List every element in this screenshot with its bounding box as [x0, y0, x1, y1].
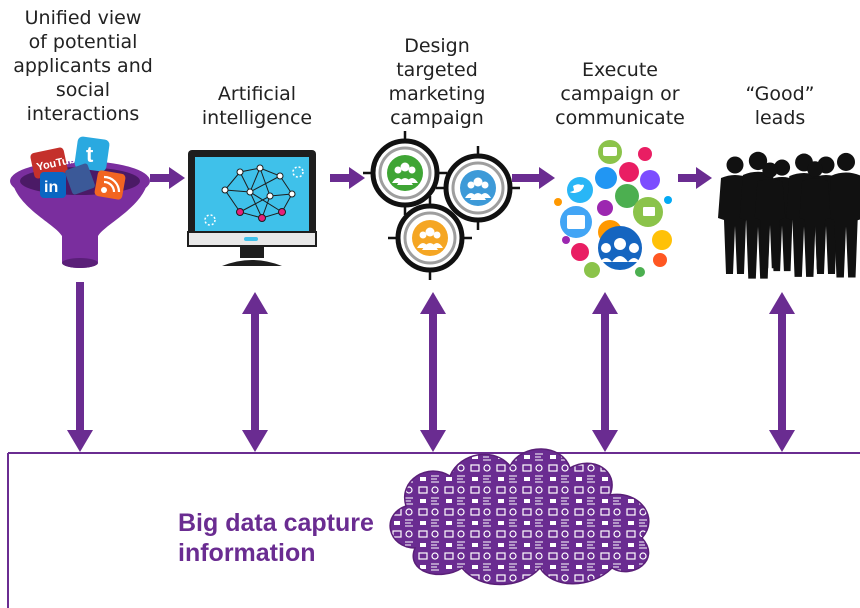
twitter-logo-text: t	[86, 142, 94, 167]
connector-arrow-2	[242, 292, 268, 452]
big-data-title: Big data capture information	[178, 509, 374, 567]
social-media-cluster-icon	[554, 140, 672, 278]
step-label-execute-campaign: Execute campaign or communicate	[555, 59, 685, 129]
person-silhouette	[799, 161, 831, 270]
connector-arrow-5	[769, 292, 795, 452]
step-label-artificial-intelligence: Artificial intelligence	[201, 83, 313, 129]
flow-arrow-4	[678, 167, 712, 189]
person-silhouette	[754, 162, 786, 269]
step-label-unified-view: Unified view of potential applicants and…	[13, 7, 153, 125]
connector-arrow-3	[420, 292, 446, 452]
flow-arrow-3	[512, 167, 555, 189]
linkedin-logo-text: in	[44, 179, 58, 196]
step-label-good-leads: “Good” leads	[745, 83, 815, 129]
flow-arrow-2	[330, 167, 365, 189]
flow-arrow-1	[150, 167, 185, 189]
connector-arrow-1	[67, 282, 93, 452]
data-cloud-icon	[389, 448, 650, 586]
target-2	[436, 146, 520, 230]
target-1	[363, 131, 447, 215]
target-3	[388, 196, 472, 280]
ai-monitor-icon	[187, 150, 317, 266]
big-data-box	[7, 452, 860, 608]
person-silhouette	[827, 152, 860, 278]
social-funnel-icon: YouTube t in	[10, 136, 150, 268]
step-label-design-campaign: Design targeted marketing campaign	[388, 35, 486, 129]
people-silhouettes-icon	[718, 151, 860, 279]
target-audience-icon	[363, 131, 520, 280]
connector-arrow-4	[592, 292, 618, 452]
